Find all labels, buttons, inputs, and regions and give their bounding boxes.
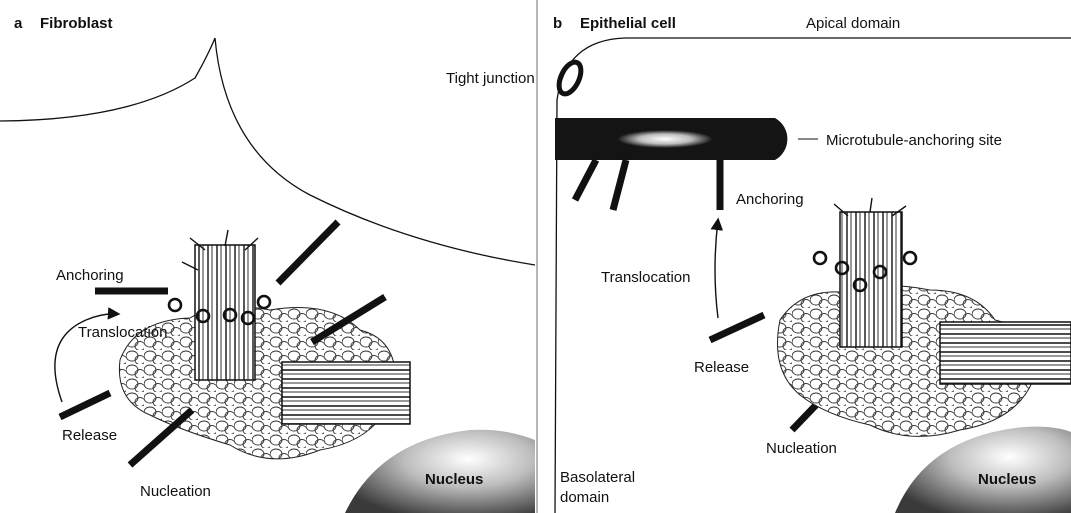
centriole-horizontal-b — [940, 322, 1071, 384]
microtubule-release — [60, 393, 110, 417]
label-nucleus-a: Nucleus — [425, 471, 483, 488]
tight-junction — [555, 59, 586, 97]
label-release-a: Release — [62, 427, 117, 444]
label-basolateral-1: Basolateral — [560, 469, 635, 486]
label-anchoring-a: Anchoring — [56, 267, 124, 284]
anchored-microtubule-1 — [575, 160, 596, 200]
panel-a-letter: a — [14, 15, 23, 32]
anchored-microtubule-2 — [613, 160, 626, 210]
centrosome-b — [778, 198, 1071, 436]
translocation-arrow-b — [715, 220, 718, 318]
microtubule-release-b — [710, 315, 764, 340]
panel-a-title: Fibroblast — [40, 15, 113, 32]
panel-a: a Fibroblast — [0, 15, 535, 513]
label-anchoring-site: Microtubule-anchoring site — [826, 132, 1002, 149]
panel-b: b Epithelial cell Apical domain Tight ju… — [446, 15, 1071, 513]
panel-b-letter: b — [553, 15, 562, 32]
microtubule-radial-1 — [278, 222, 338, 283]
label-anchoring-b: Anchoring — [736, 191, 804, 208]
label-translocation-a: Translocation — [78, 324, 168, 341]
panel-b-title: Epithelial cell — [580, 15, 676, 32]
label-apical-domain: Apical domain — [806, 15, 900, 32]
label-nucleus-b: Nucleus — [978, 471, 1036, 488]
label-nucleation-a: Nucleation — [140, 483, 211, 500]
centriole-vertical-b — [840, 212, 902, 347]
centrosome-a — [119, 230, 410, 459]
label-tight-junction: Tight junction — [446, 70, 535, 87]
centriole-horizontal — [282, 362, 410, 424]
nucleus-b — [895, 427, 1071, 513]
anchoring-site-highlight — [617, 130, 713, 148]
label-translocation-b: Translocation — [601, 269, 691, 286]
label-basolateral-2: domain — [560, 489, 609, 506]
label-release-b: Release — [694, 359, 749, 376]
label-nucleation-b: Nucleation — [766, 440, 837, 457]
